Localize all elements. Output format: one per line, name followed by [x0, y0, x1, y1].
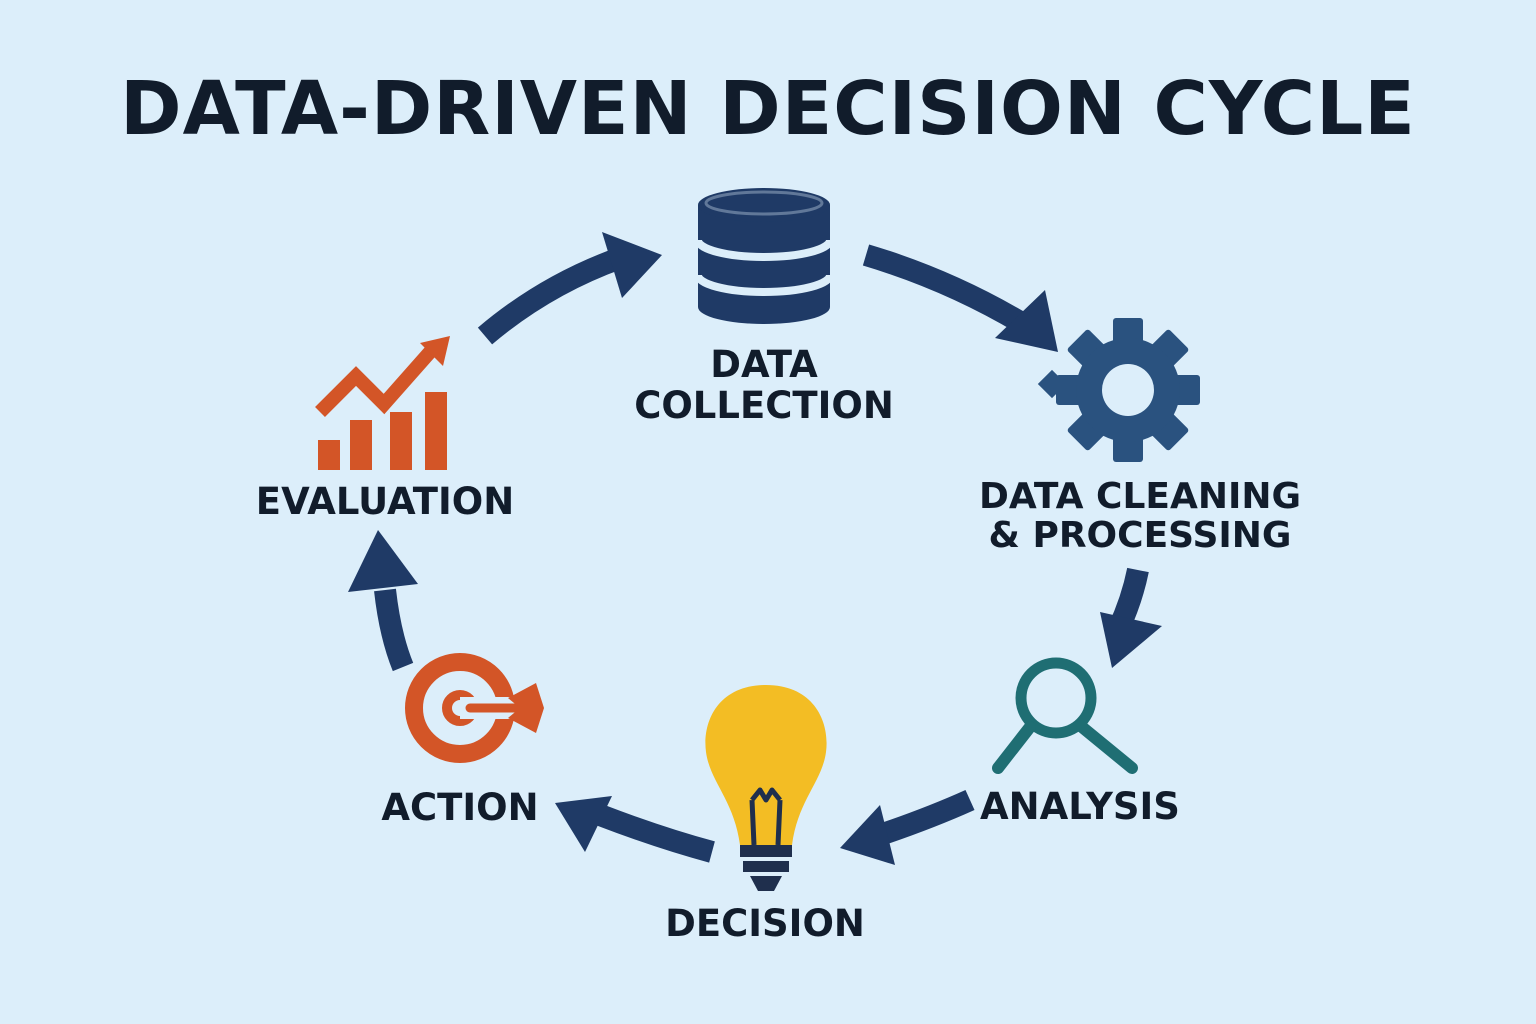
label-data-cleaning-processing: DATA CLEANING & PROCESSING	[978, 476, 1302, 556]
arrow-analysis-to-decision	[840, 789, 975, 865]
label-action: ACTION	[381, 786, 539, 829]
arrow-collection-to-cleaning	[862, 244, 1058, 352]
label-evaluation: EVALUATION	[255, 480, 515, 523]
lightbulb-icon	[705, 685, 827, 891]
arrow-action-to-evaluation	[348, 530, 418, 672]
arrow-cleaning-to-analysis	[1100, 567, 1162, 668]
gear-icon	[1037, 318, 1200, 462]
arrow-decision-to-action	[555, 796, 715, 863]
label-decision: DECISION	[665, 902, 865, 945]
magnifier-icon	[992, 657, 1138, 774]
target-icon	[405, 653, 544, 763]
label-data-collection: DATA COLLECTION	[634, 343, 894, 427]
arrow-evaluation-to-collection	[477, 232, 662, 345]
diagram-title: DATA-DRIVEN DECISION CYCLE	[120, 66, 1416, 152]
label-analysis: ANALYSIS	[980, 785, 1180, 828]
database-icon	[694, 188, 834, 324]
growth-chart-icon	[315, 336, 450, 470]
cycle-arrows	[348, 232, 1162, 865]
